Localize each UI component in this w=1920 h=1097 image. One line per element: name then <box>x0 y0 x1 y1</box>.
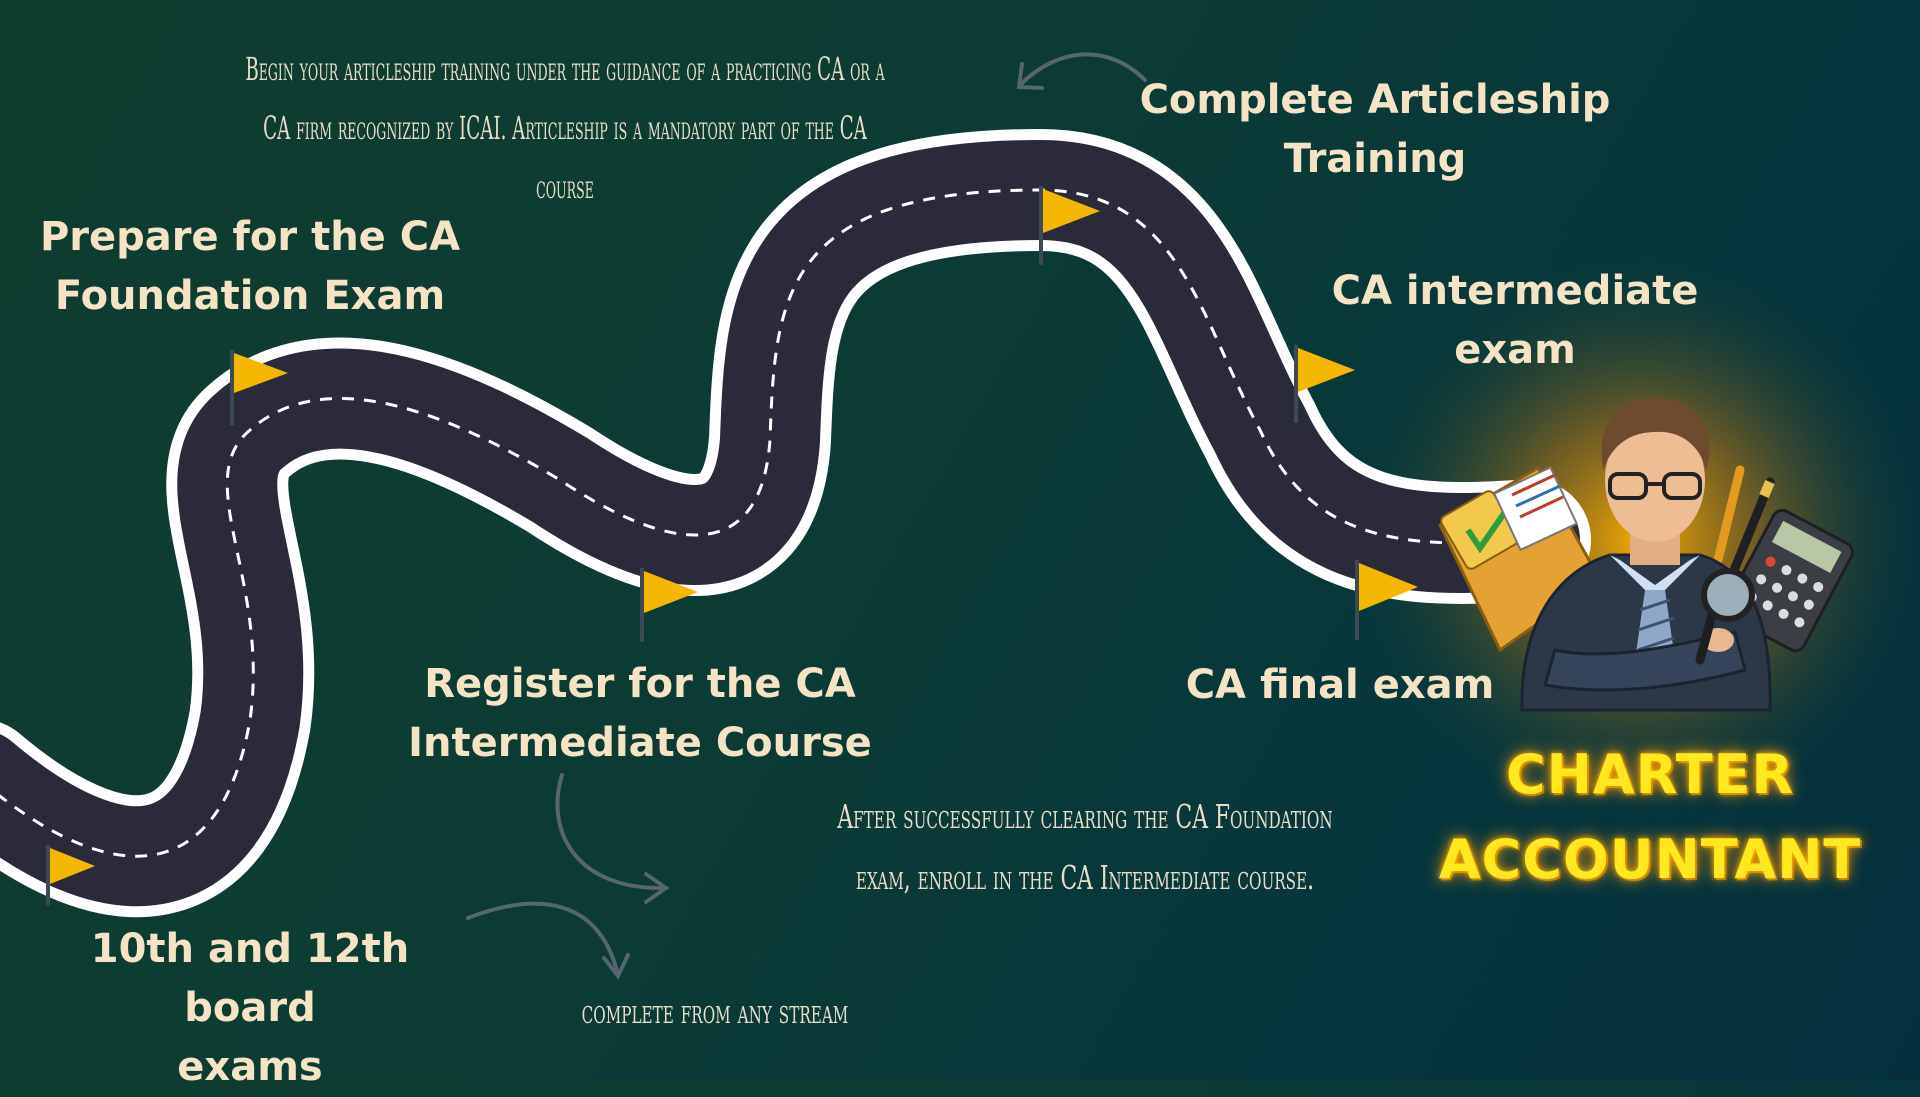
note-any-stream: complete from any stream <box>581 992 849 1031</box>
road-center-line <box>0 188 1531 858</box>
accountant-icon <box>1438 397 1854 712</box>
note-after-foundation: After successfully clearing the CA Found… <box>837 797 1333 897</box>
title-accountant: ACCOUNTANT <box>1438 828 1862 891</box>
flag-icon-register <box>640 568 698 642</box>
milestone-final-exam: CA final exam <box>1185 662 1495 708</box>
pen-icon <box>1713 465 1775 573</box>
milestone-register-intermediate: Register for the CA Intermediate Course <box>408 661 872 766</box>
milestone-intermediate-exam: CA intermediate exam <box>1331 268 1699 373</box>
flag-icon-intermediate <box>1294 345 1355 423</box>
arrow-icon-articleship <box>1018 52 1147 87</box>
arrow-icon-any-stream <box>466 901 620 977</box>
milestone-articleship: Complete Articleship Training <box>1139 77 1611 182</box>
note-articleship: Begin your articleship training under th… <box>245 50 885 206</box>
magnifier-icon <box>1695 568 1755 665</box>
milestone-board-exams: 10th and 12th board exams <box>90 926 410 1090</box>
flag-icon-final <box>1355 560 1418 640</box>
flag-icon-board <box>46 845 95 905</box>
arrow-icon-after-foundation <box>555 773 667 891</box>
flag-icon-articleship <box>1039 186 1100 265</box>
title-charter: CHARTER <box>1505 743 1795 806</box>
flag-icon-foundation <box>230 350 288 425</box>
milestone-foundation: Prepare for the CA Foundation Exam <box>39 214 461 319</box>
